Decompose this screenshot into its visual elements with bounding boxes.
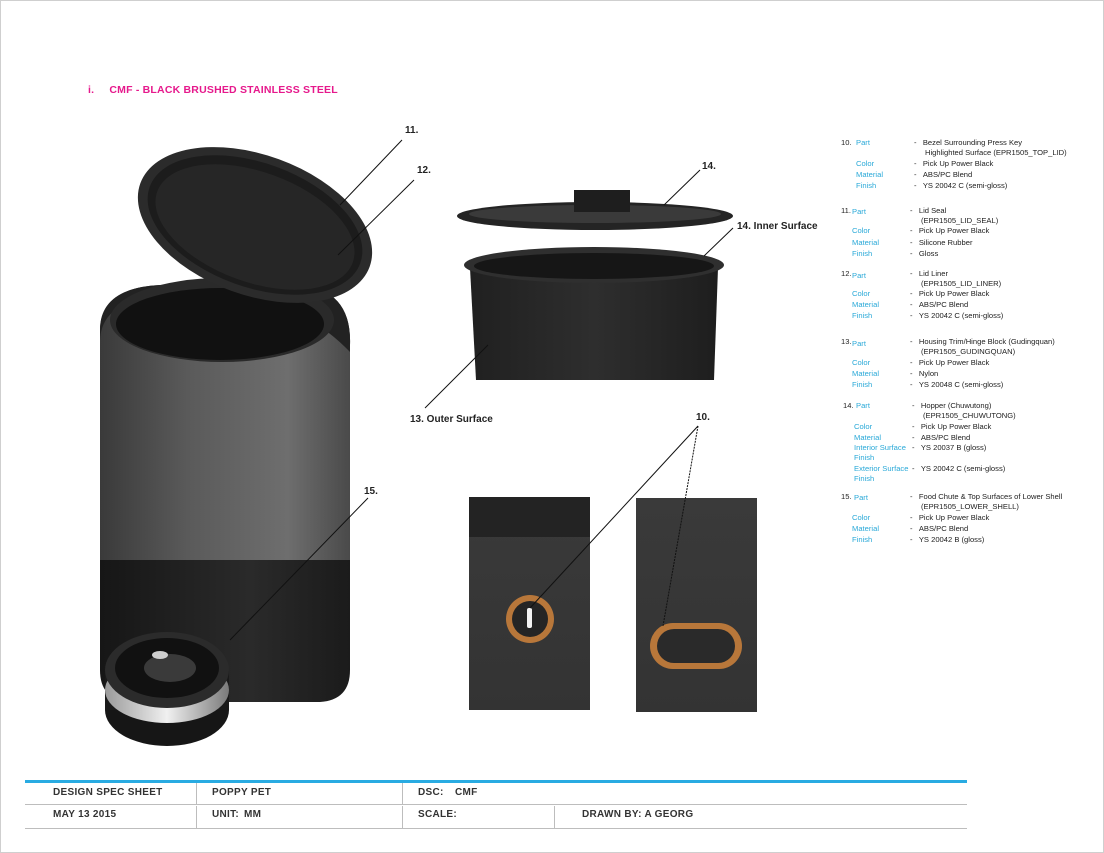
callout-13-outer-surface: 13. Outer Surface — [410, 414, 493, 425]
spec-key: Color — [852, 226, 871, 235]
spec-value: Lid Seal — [918, 206, 947, 215]
spec-key: Color — [852, 289, 871, 298]
spec-number: 15. — [841, 492, 852, 501]
spec-value: Food Chute & Top Surfaces of Lower Shell — [918, 492, 1063, 501]
callout-14-inner-surface: 14. Inner Surface — [737, 221, 818, 232]
leader-lines — [229, 139, 734, 641]
spec-value: YS 20037 B (gloss) — [920, 443, 987, 452]
spec-key: Part — [856, 401, 870, 410]
footer-unit-label: UNIT: — [212, 809, 240, 820]
spec-value: Silicone Rubber — [918, 238, 973, 247]
spec-key: Finish — [852, 311, 873, 320]
spec-value: (EPR1505_LOWER_SHELL) — [921, 502, 1019, 511]
spec-value: Pick Up Power Black — [920, 422, 992, 431]
spec-key: Part — [852, 339, 866, 348]
hopper-illustration — [464, 247, 724, 380]
spec-key: Color — [854, 422, 873, 431]
spec-key: Finish — [852, 535, 873, 544]
spec-value: Housing Trim/Hinge Block (Gudingquan) — [918, 337, 1055, 346]
spec-value: Gloss — [918, 249, 939, 258]
spec-value: Hopper (Chuwutong) — [920, 401, 992, 410]
footer-dsc-label: DSC: — [418, 787, 444, 798]
spec-key: Material — [854, 433, 882, 442]
spec-value: ABS/PC Blend — [922, 170, 973, 179]
footer-scale-label: SCALE: — [418, 809, 458, 820]
spec-key: Color — [852, 513, 871, 522]
spec-key: Material — [852, 300, 880, 309]
spec-number: 11. — [841, 206, 851, 215]
spec-value: Pick Up Power Black — [918, 358, 990, 367]
spec-key: Finish — [854, 474, 875, 483]
feeder-assembly — [100, 147, 373, 746]
lid-seal-illustration — [457, 190, 733, 230]
callout-15: 15. — [364, 486, 378, 497]
spec-value: Nylon — [918, 369, 939, 378]
spec-value: YS 20042 C (semi-gloss) — [920, 464, 1006, 473]
spec-key: Part — [852, 207, 866, 216]
spec-value: ABS/PC Blend — [918, 524, 969, 533]
footer-divider — [196, 806, 197, 828]
spec-key: Interior Surface — [854, 443, 906, 452]
spec-key: Color — [856, 159, 875, 168]
spec-key: Part — [856, 138, 870, 147]
callout-14: 14. — [702, 161, 716, 172]
spec-key: Exterior Surface — [854, 464, 909, 473]
footer-dsc-value: CMF — [455, 787, 478, 798]
spec-value: Lid Liner — [918, 269, 948, 278]
spec-number: 13. — [841, 337, 852, 346]
spec-value: Pick Up Power Black — [918, 513, 990, 522]
spec-value: ABS/PC Blend — [920, 433, 971, 442]
callout-10: 10. — [696, 412, 710, 423]
spec-value: Pick Up Power Black — [918, 226, 990, 235]
spec-key: Material — [852, 524, 880, 533]
spec-key: Material — [852, 238, 880, 247]
footer-divider — [402, 806, 403, 828]
spec-value: (EPR1505_LID_LINER) — [921, 279, 1002, 288]
spec-number: 14. — [843, 401, 854, 410]
spec-number: 10. — [841, 138, 852, 147]
detail-panel-left — [469, 497, 590, 710]
spec-key: Part — [854, 493, 868, 502]
detail-panel-right — [636, 498, 757, 712]
spec-value: YS 20042 C (semi-gloss) — [922, 181, 1008, 190]
spec-value: (EPR1505_CHUWUTONG) — [923, 411, 1016, 420]
spec-key: Finish — [852, 380, 873, 389]
spec-key: Finish — [852, 249, 873, 258]
footer-date: MAY 13 2015 — [53, 809, 117, 820]
spec-value: Pick Up Power Black — [918, 289, 990, 298]
footer-unit-value: MM — [244, 809, 262, 820]
spec-value: ABS/PC Blend — [918, 300, 969, 309]
footer-divider — [402, 783, 403, 805]
spec-value: Pick Up Power Black — [922, 159, 994, 168]
spec-value: Highlighted Surface (EPR1505_TOP_LID) — [925, 148, 1067, 157]
footer-drawn-by: DRAWN BY: A GEORG — [582, 809, 694, 820]
spec-value: (EPR1505_LID_SEAL) — [921, 216, 999, 225]
spec-key: Material — [856, 170, 884, 179]
callout-11: 11. — [405, 125, 419, 136]
spec-key: Finish — [854, 453, 875, 462]
footer-bottom-rule — [25, 828, 967, 829]
footer-divider — [554, 806, 555, 828]
spec-value: Bezel Surrounding Press Key — [922, 138, 1023, 147]
footer-divider — [196, 783, 197, 805]
section-number: i. — [88, 84, 95, 96]
spec-key: Color — [852, 358, 871, 367]
spec-value: YS 20042 C (semi-gloss) — [918, 311, 1004, 320]
footer-client: POPPY PET — [212, 787, 272, 798]
spec-key: Material — [852, 369, 880, 378]
section-title: CMF - BLACK BRUSHED STAINLESS STEEL — [109, 84, 338, 96]
footer-mid-rule — [25, 804, 967, 805]
spec-value: YS 20042 B (gloss) — [918, 535, 985, 544]
spec-key: Part — [852, 271, 866, 280]
section-heading: i. CMF - BLACK BRUSHED STAINLESS STEEL — [88, 84, 338, 96]
spec-number: 12. — [841, 269, 852, 278]
callout-12: 12. — [417, 165, 431, 176]
spec-key: Finish — [856, 181, 877, 190]
footer-sheet-title: DESIGN SPEC SHEET — [53, 787, 163, 798]
spec-value: (EPR1505_GUDINGQUAN) — [921, 347, 1016, 356]
footer-top-rule — [25, 780, 967, 783]
spec-value: YS 20048 C (semi-gloss) — [918, 380, 1004, 389]
